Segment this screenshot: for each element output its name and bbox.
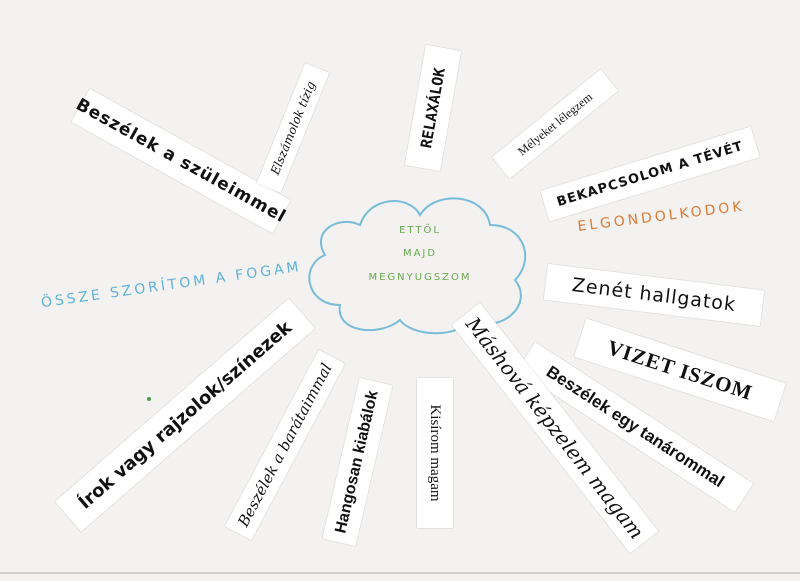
- center-line-2: MAJD: [402, 248, 438, 259]
- center-line-3: MEGNYUGSZOM: [368, 272, 472, 283]
- strip-kisirom-magam: Kisírom magam: [417, 378, 453, 528]
- cloud-shape: [308, 197, 527, 335]
- paper-edge: [0, 572, 800, 574]
- center-line-1: ETTŐL: [399, 225, 441, 236]
- green-dot: [147, 397, 151, 401]
